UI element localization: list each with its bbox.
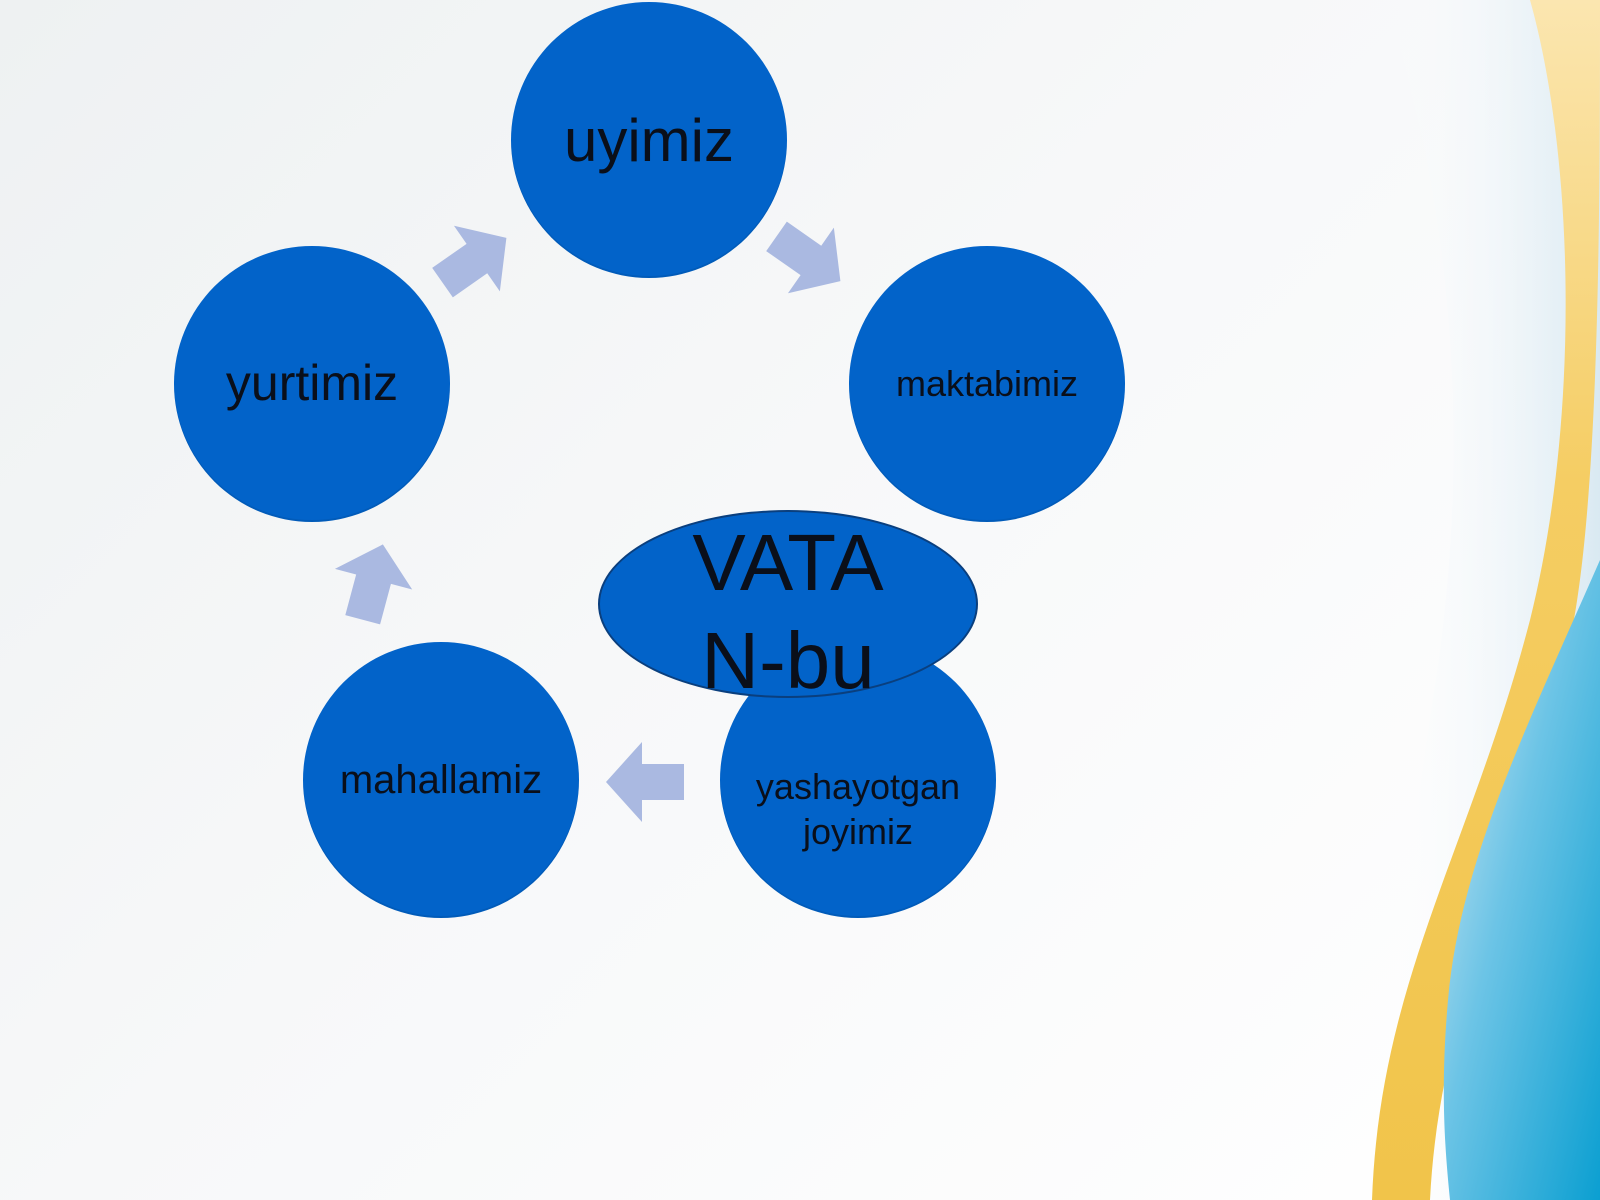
node-mahallamiz: mahallamiz	[303, 642, 579, 918]
yellow-wave-band	[1372, 0, 1600, 1200]
node-label: uyimiz	[563, 106, 734, 174]
blue-wave-band	[1443, 560, 1600, 1200]
arrow-right-icon	[432, 225, 507, 298]
center-label-line2: N-bu	[701, 616, 875, 705]
node-label-line1: yashayotgan	[755, 766, 961, 807]
center-node-vatan: VATA N-bu	[598, 510, 978, 705]
node-uyimiz: uyimiz	[511, 2, 787, 278]
arrow-right-icon	[766, 221, 841, 294]
node-label-line2: joyimiz	[802, 811, 913, 852]
arrow-right-icon	[606, 742, 684, 822]
node-maktabimiz: maktabimiz	[849, 246, 1125, 522]
arrow-right-icon	[334, 544, 413, 625]
node-label: maktabimiz	[895, 363, 1079, 405]
node-label: yurtimiz	[225, 355, 399, 412]
center-label-line1: VATA	[692, 518, 884, 608]
node-label: mahallamiz	[339, 758, 543, 802]
node-yurtimiz: yurtimiz	[174, 246, 450, 522]
